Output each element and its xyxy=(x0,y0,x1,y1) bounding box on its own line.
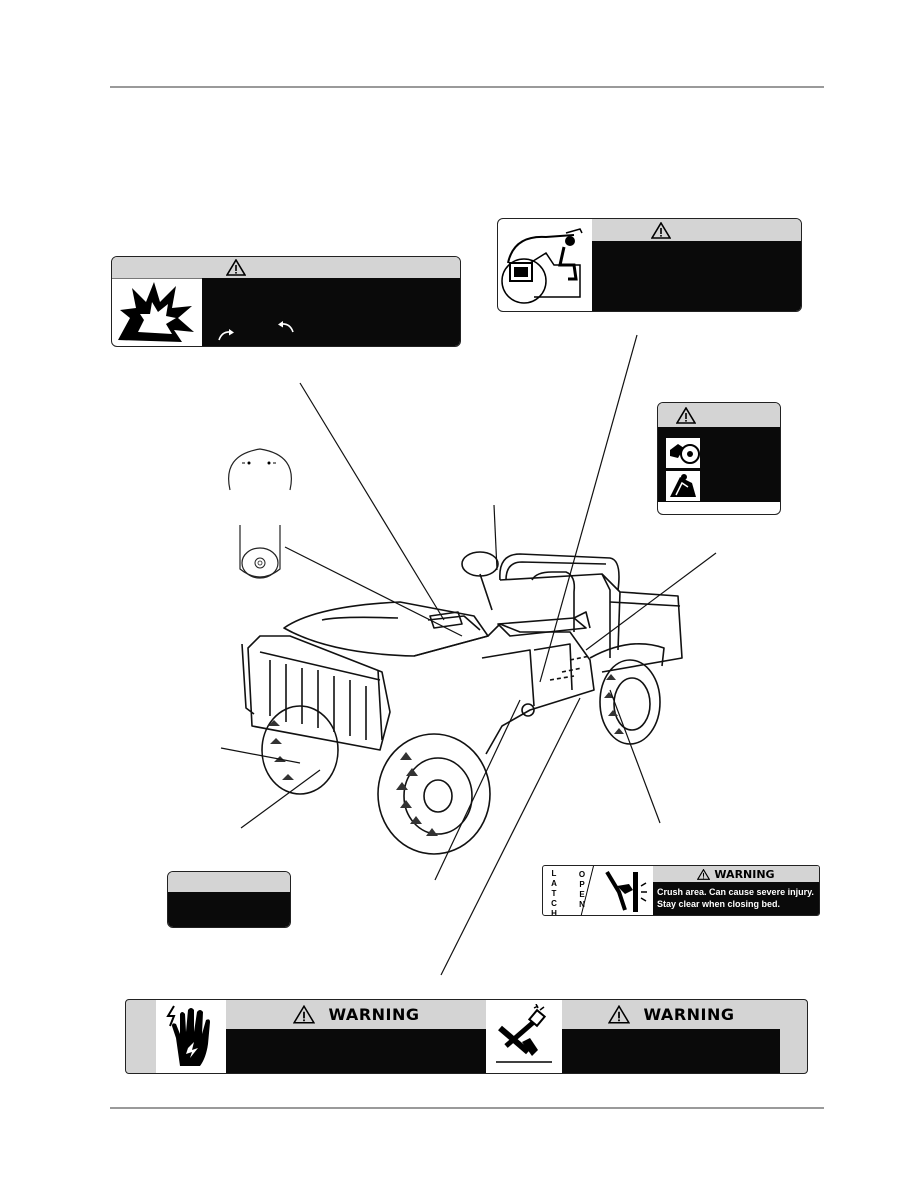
decal-message-panel xyxy=(592,241,801,311)
fan-belt-decal xyxy=(657,402,781,515)
open-label: OPEN xyxy=(578,870,586,909)
warning-triangle-icon xyxy=(226,259,246,276)
small-warning-decal xyxy=(167,871,291,928)
decal-message-panel xyxy=(226,1029,486,1073)
warning-triangle-icon xyxy=(607,1005,630,1024)
latch-label: LATCH xyxy=(551,869,557,916)
belt-entanglement-icon xyxy=(666,471,700,501)
rotate-arrow-icon xyxy=(278,321,294,333)
warning-body-line-2: Stay clear when closing bed. xyxy=(657,899,781,909)
footer-rule xyxy=(110,1107,824,1109)
operator-rollover-icon xyxy=(501,228,583,304)
battery-explosion-decal xyxy=(111,256,461,347)
decal-message-panel xyxy=(658,427,780,502)
warning-body-line-1: Crush area. Can cause severe injury. xyxy=(657,887,814,897)
decal-message-panel xyxy=(202,278,460,346)
explosion-icon xyxy=(118,282,194,342)
warning-triangle-icon xyxy=(651,222,671,239)
bed-latch-warning-decal: LATCH OPEN WARNING Crush area. Can cause… xyxy=(542,865,820,916)
decal-header-band xyxy=(226,1000,486,1030)
header-rule xyxy=(110,86,824,88)
decal-message-panel: Crush area. Can cause severe injury. Sta… xyxy=(653,882,819,915)
warning-triangle-icon xyxy=(676,407,696,424)
operator-rollover-decal xyxy=(497,218,802,312)
warning-header: WARNING xyxy=(328,1005,420,1024)
decal-message-panel xyxy=(168,892,290,927)
decal-header-band xyxy=(168,872,290,893)
rotate-arrow-icon xyxy=(218,329,234,341)
warning-header: WARNING xyxy=(643,1005,735,1024)
wrench-icon-panel xyxy=(486,1000,562,1073)
electric-shock-icon-panel xyxy=(156,1000,226,1073)
ignition-switch-diagram xyxy=(228,448,292,579)
warning-header: WARNING xyxy=(714,867,775,881)
electrical-wrench-warning-decal: WARNING WARNING xyxy=(125,999,808,1074)
wrench-icon xyxy=(496,1004,552,1063)
fan-hazard-icon xyxy=(666,438,700,468)
electric-shock-icon xyxy=(166,1005,210,1066)
utility-vehicle-illustration xyxy=(241,551,683,855)
hand-crush-icon xyxy=(605,870,647,912)
warning-triangle-icon xyxy=(697,868,711,880)
warning-triangle-icon xyxy=(292,1005,315,1024)
decal-message-panel xyxy=(562,1029,780,1073)
